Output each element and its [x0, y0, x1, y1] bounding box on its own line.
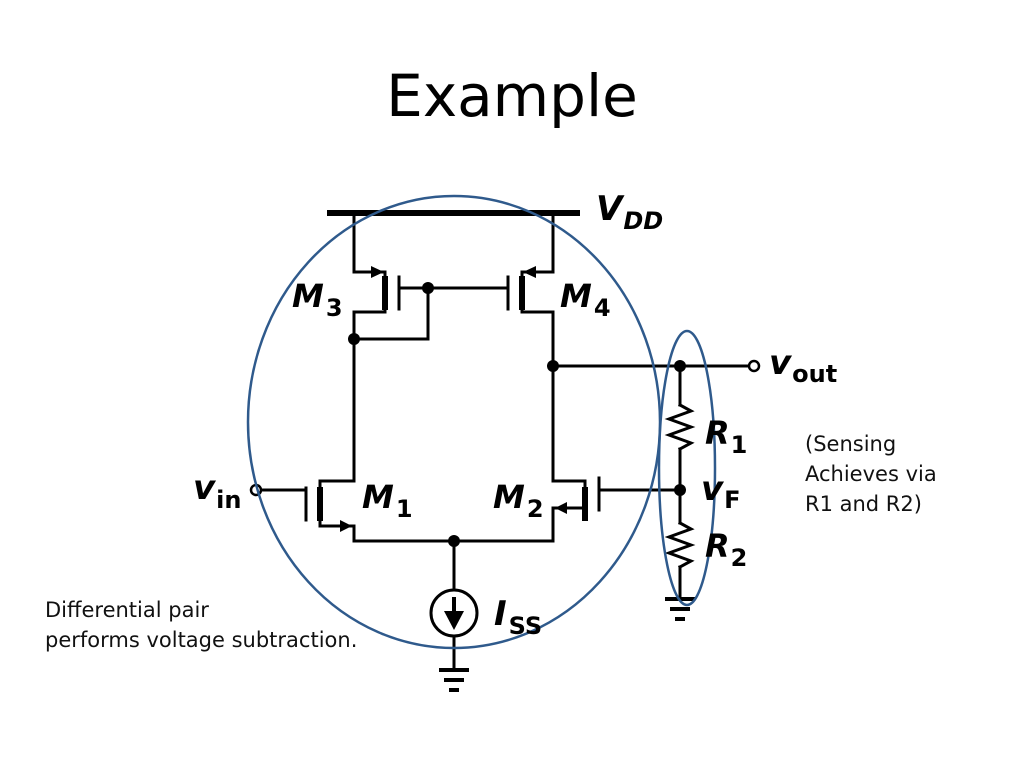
r1-label: R1: [705, 414, 747, 459]
m1-drain: [318, 473, 356, 492]
ground-icon: [439, 668, 469, 692]
vdd-label: VDD: [596, 189, 663, 235]
differential-pair-note-line: Differential pair: [45, 598, 209, 622]
sensing-note: (Sensing Achieves via R1 and R2): [805, 429, 1005, 519]
m3-label: M3: [292, 277, 343, 322]
m1-arrow-icon: [340, 520, 352, 532]
m4-label: M4: [560, 277, 611, 322]
m4-drain: [520, 305, 555, 368]
m3-source: [352, 211, 387, 281]
vf-label: vF: [701, 469, 741, 514]
differential-pair-note-line: performs voltage subtraction.: [45, 628, 358, 652]
m2-drain: [551, 473, 587, 492]
current-source-circle: [429, 588, 479, 638]
iss-label: ISS: [494, 594, 542, 640]
sensing-note-line: R1 and R2): [805, 492, 922, 516]
diode-connection: [352, 286, 430, 341]
feedback-highlight-ellipse: [657, 329, 717, 607]
vout-terminal: [747, 359, 761, 373]
m4-source: [520, 211, 555, 281]
m1-label: M1: [362, 478, 413, 523]
m1-source: [318, 516, 356, 543]
node-dots: [348, 282, 686, 547]
vin-label: vin: [193, 468, 241, 514]
slide-title: Example: [386, 62, 638, 130]
sensing-note-line: Achieves via: [805, 462, 937, 486]
circuit-wires: [260, 210, 750, 672]
m3-drain: [352, 305, 387, 341]
m2-source: [551, 506, 587, 543]
current-arrow-head: [444, 611, 464, 630]
r2-label: R2: [705, 527, 747, 572]
r1-zigzag: [664, 402, 696, 452]
m4-arrow-icon: [523, 266, 536, 278]
sensing-note-line: (Sensing: [805, 432, 897, 456]
m2-arrow-icon: [555, 502, 567, 514]
vout-label: vout: [769, 343, 837, 388]
differential-pair-note: Differential pair performs voltage subtr…: [45, 595, 445, 655]
m2-label: M2: [493, 478, 544, 523]
m3-arrow-icon: [371, 266, 384, 278]
r2-zigzag: [664, 520, 696, 570]
